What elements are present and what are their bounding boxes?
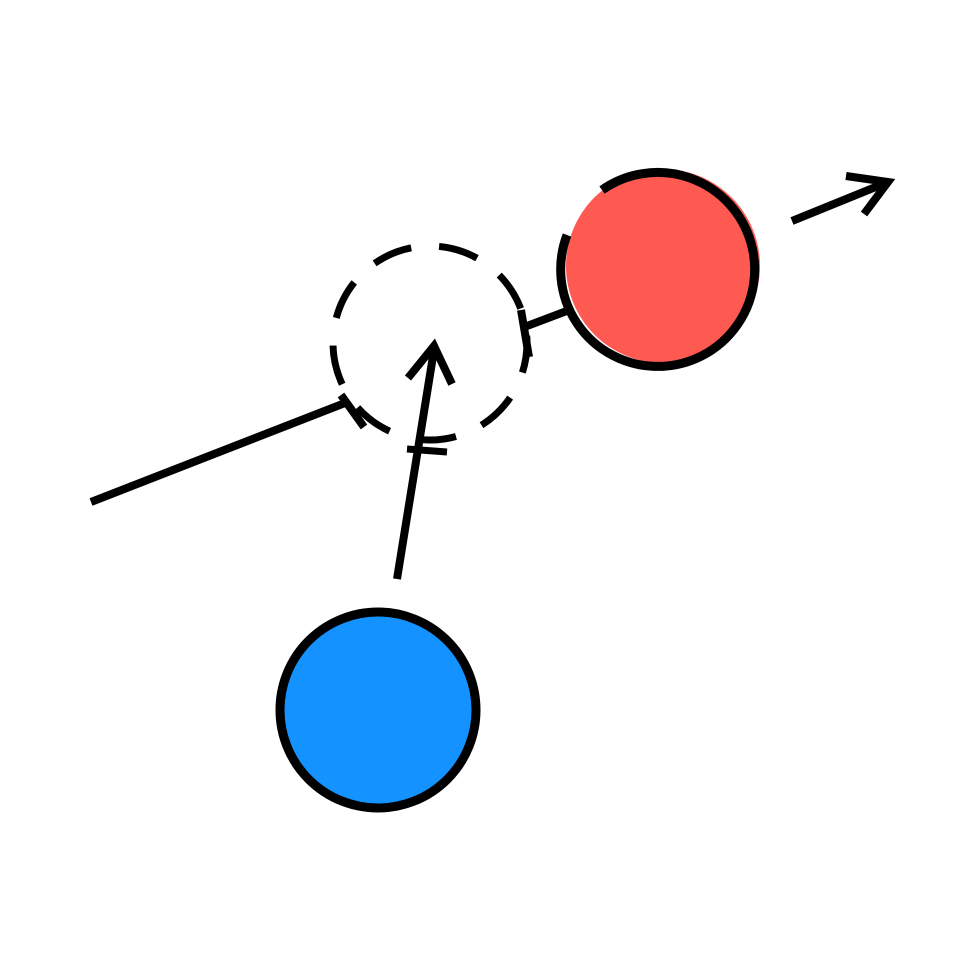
blue-arrow-head (404, 338, 456, 386)
incoming-line-shaft (89, 399, 347, 506)
red-ball-outline (556, 167, 760, 371)
red-ball-motion-arrow (790, 172, 896, 225)
connector-tick (517, 309, 533, 358)
blue-arrow-shaft (393, 349, 438, 580)
blue-to-dashed-arrow (393, 338, 456, 580)
connector-line (525, 305, 574, 330)
red-to-dashed-connector (517, 305, 574, 358)
blue-ball-fill (275, 607, 481, 813)
red-ball (556, 167, 760, 371)
red-arrow-shaft (790, 178, 890, 225)
blue-arrow-tick (406, 445, 448, 456)
blue-ball (275, 607, 481, 813)
incoming-line-tick (337, 392, 368, 430)
red-arrow-head (845, 172, 896, 217)
incoming-line (89, 392, 368, 506)
red-ball-fill (566, 169, 760, 363)
dashed-ghost-ball (329, 242, 531, 444)
